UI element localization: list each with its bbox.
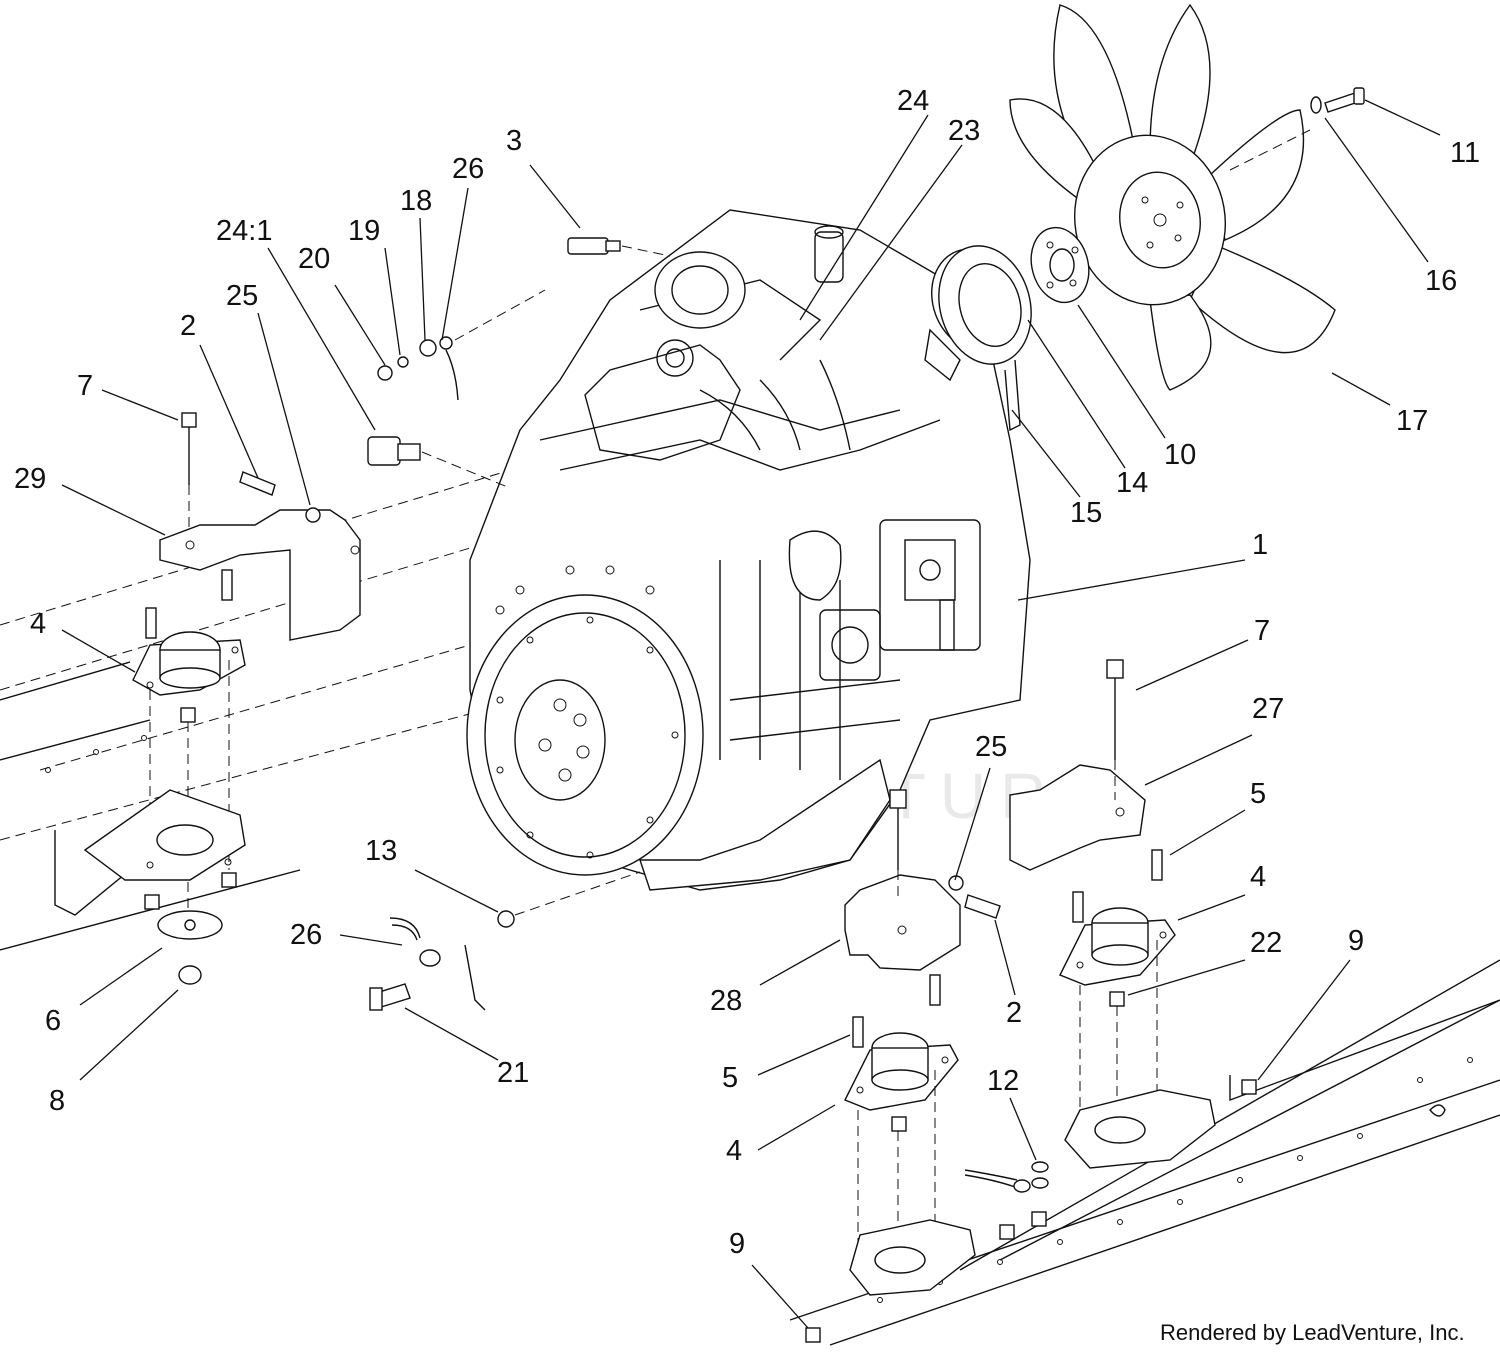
callout-15: 15 — [1070, 497, 1102, 529]
ground-cables — [369, 871, 1049, 1193]
callout-27: 27 — [1252, 693, 1284, 725]
callout-12: 12 — [987, 1065, 1019, 1097]
callout-22: 22 — [1250, 927, 1282, 959]
right-engine-mount-bracket-27 — [1009, 659, 1146, 871]
callout-28: 28 — [710, 985, 742, 1017]
callout-8: 8 — [49, 1085, 65, 1117]
callout-3: 3 — [506, 125, 522, 157]
right-rubber-isolator-lower — [844, 974, 959, 1250]
callout-18: 18 — [400, 185, 432, 217]
callout-25: 25 — [975, 731, 1007, 763]
callout-9: 9 — [729, 1228, 745, 1260]
left-frame-mount-plate — [83, 789, 246, 985]
callout-26: 26 — [290, 919, 322, 951]
callout-29: 29 — [14, 463, 46, 495]
callout-23: 23 — [948, 115, 980, 147]
callout-7: 7 — [1254, 615, 1270, 647]
callout-13: 13 — [365, 835, 397, 867]
callout-11: 11 — [1450, 137, 1480, 169]
callout-7: 7 — [77, 370, 93, 402]
callout-1: 1 — [1252, 529, 1268, 561]
callout-4: 4 — [30, 608, 46, 640]
ground-hardware-stack — [377, 289, 546, 401]
callout-4: 4 — [1250, 861, 1266, 893]
credit-text: Rendered by LeadVenture, Inc. — [1160, 1320, 1465, 1345]
right-frame-mount-plate-upper — [1064, 1079, 1257, 1169]
fan-spacer — [1030, 226, 1090, 304]
callout-6: 6 — [45, 1005, 61, 1037]
wire-connector — [367, 436, 511, 489]
callout-9: 9 — [1348, 925, 1364, 957]
callout-21: 21 — [497, 1057, 529, 1089]
right-frame-mount-plate-lower — [805, 1211, 1047, 1343]
fan-bolt-and-washer — [1310, 87, 1365, 114]
callout-2: 2 — [180, 310, 196, 342]
left-frame-rail — [0, 454, 561, 951]
right-engine-mount-bracket-28 — [844, 789, 1001, 971]
callout-5: 5 — [722, 1062, 738, 1094]
callout-26: 26 — [452, 153, 484, 185]
left-rubber-isolator — [132, 569, 246, 910]
callout-24: 24 — [897, 85, 929, 117]
callout-leader-lines — [61, 99, 1441, 1329]
callout-10: 10 — [1164, 439, 1196, 471]
callout-labels: 24 23 3 26 18 19 24:1 20 25 2 7 29 4 11 … — [14, 85, 1480, 1260]
callout-5: 5 — [1250, 778, 1266, 810]
callout-20: 20 — [298, 243, 330, 275]
callout-19: 19 — [348, 215, 380, 247]
callout-16: 16 — [1425, 265, 1457, 297]
engine-assembly — [466, 209, 1031, 891]
callout-4: 4 — [726, 1135, 742, 1167]
fan-pulley-and-belt — [938, 245, 1032, 432]
callout-25: 25 — [226, 280, 258, 312]
cooling-fan — [1009, 3, 1336, 391]
temperature-sender — [567, 237, 671, 257]
callout-2: 2 — [1006, 997, 1022, 1029]
right-rubber-isolator-upper — [1059, 849, 1176, 1120]
callout-14: 14 — [1116, 467, 1148, 499]
callout-24-1: 24:1 — [216, 215, 272, 247]
left-engine-mount-bracket — [159, 412, 361, 641]
callout-17: 17 — [1396, 405, 1428, 437]
